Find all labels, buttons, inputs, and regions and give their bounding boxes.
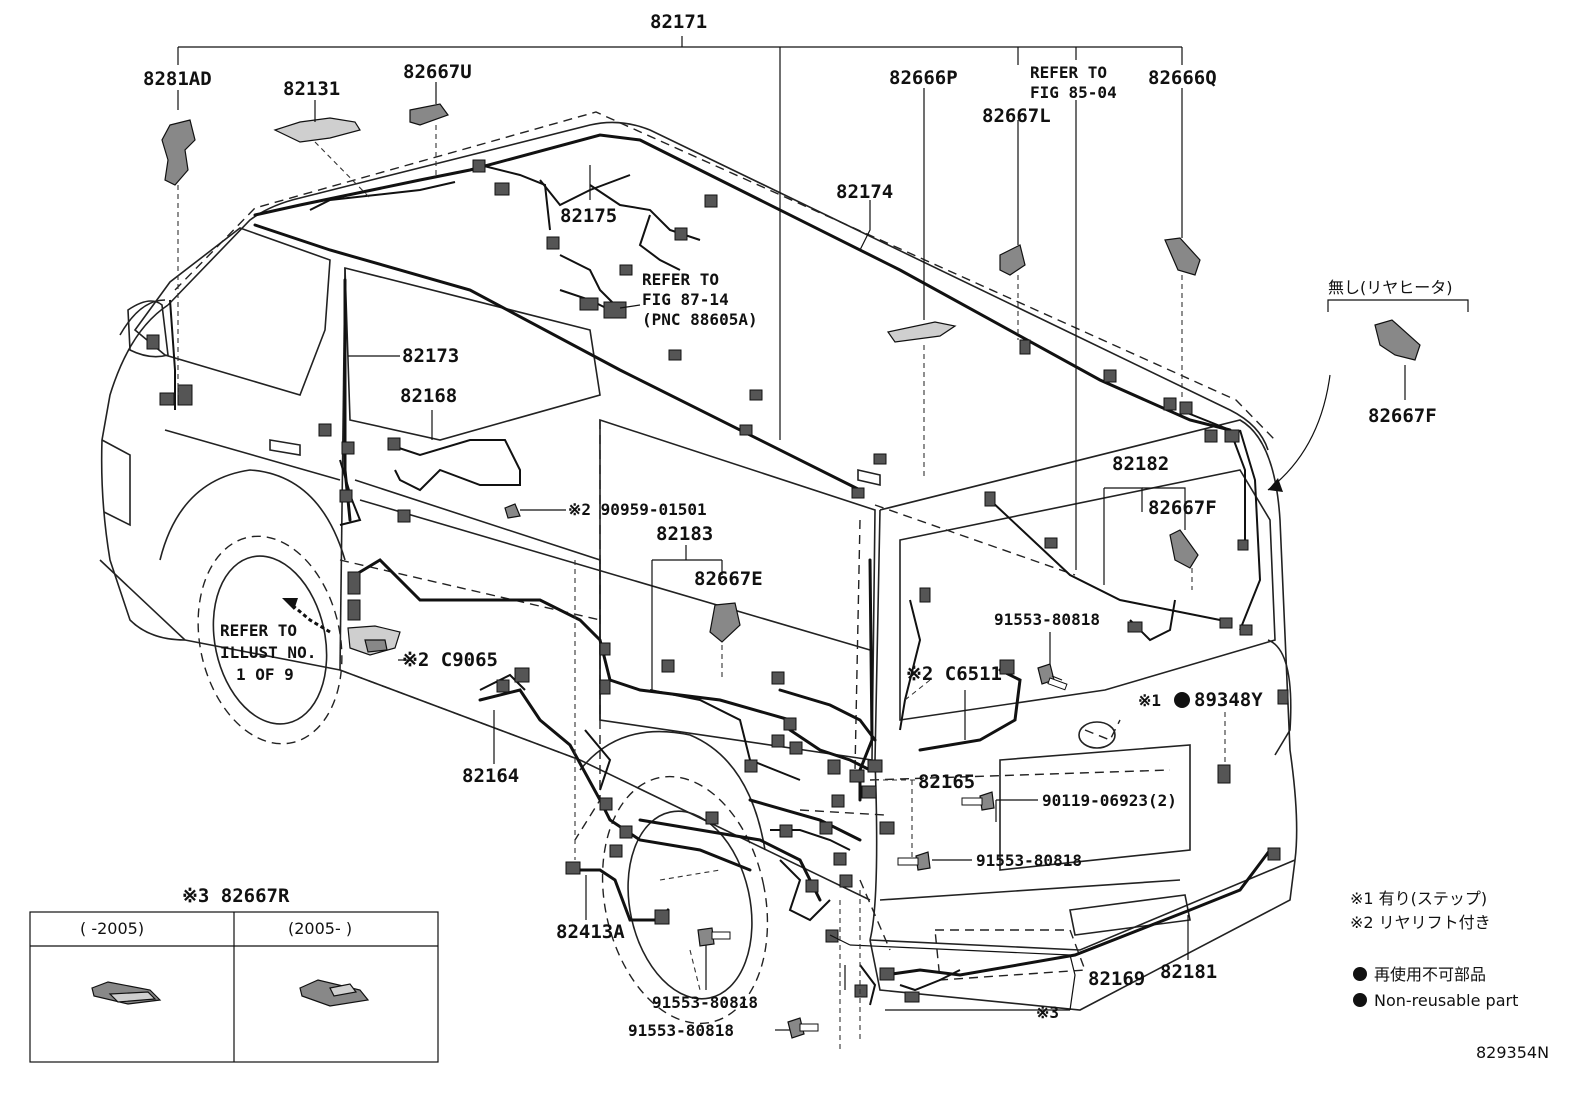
clamp-old-icon bbox=[91, 981, 162, 1005]
harnesses bbox=[169, 133, 1272, 1006]
leader-lines bbox=[177, 36, 1469, 1050]
bolt-91553-b bbox=[897, 851, 931, 871]
legend: ※1 有り(ステップ) ※2 リヤリフト付き 再使用不可部品 Non-reusa… bbox=[1350, 889, 1518, 1010]
non-reusable-dot-89348Y bbox=[1174, 692, 1190, 708]
label-mark3: ※3 bbox=[1036, 1003, 1059, 1022]
label-refer-illust-1: REFER TO bbox=[220, 621, 297, 640]
label-91553-80818-c: 91553-80818 bbox=[652, 993, 758, 1012]
van-body bbox=[99, 111, 1298, 1025]
label-82164: 82164 bbox=[462, 765, 519, 787]
bullet-icon bbox=[1353, 993, 1367, 1007]
label-C9065: ※2 C9065 bbox=[402, 649, 498, 671]
legend-bullet-en: Non-reusable part bbox=[1374, 991, 1518, 1010]
label-82667E: 82667E bbox=[694, 568, 763, 590]
label-91553-80818-a: 91553-80818 bbox=[994, 610, 1100, 629]
label-82667L: 82667L bbox=[982, 105, 1051, 127]
label-refer-85-04-2: FIG 85-04 bbox=[1030, 83, 1117, 102]
label-82181: 82181 bbox=[1160, 961, 1217, 983]
label-82667U: 82667U bbox=[403, 61, 472, 83]
table-col-after-2005: (2005- ) bbox=[288, 919, 352, 938]
bolt-90119 bbox=[961, 791, 995, 811]
label-8281AD: 8281AD bbox=[143, 68, 212, 90]
label-refer-87-14-1: REFER TO bbox=[642, 270, 719, 289]
label-90959-01501: ※2 90959-01501 bbox=[568, 500, 707, 519]
label-91553-80818-d: 91553-80818 bbox=[628, 1021, 734, 1040]
clamp-new-icon bbox=[299, 979, 370, 1007]
label-82413A: 82413A bbox=[556, 921, 625, 943]
label-91553-80818-b: 91553-80818 bbox=[976, 851, 1082, 870]
bolt-91553-c bbox=[697, 927, 731, 947]
bullet-icon bbox=[1353, 967, 1367, 981]
label-refer-illust-2: ILLUST NO. bbox=[220, 643, 316, 662]
legend-note-1: ※1 有り(ステップ) bbox=[1350, 889, 1487, 908]
figure-code: 829354N bbox=[1476, 1043, 1549, 1062]
label-82666Q: 82666Q bbox=[1148, 67, 1217, 89]
label-90119-06923: 90119-06923(2) bbox=[1042, 791, 1177, 810]
label-82667F-mid: 82667F bbox=[1148, 497, 1217, 519]
label-no-rear-heater: 無し(リヤヒータ) bbox=[1328, 278, 1453, 297]
table-col-before-2005: ( -2005) bbox=[80, 919, 144, 938]
label-89348Y-prefix: ※1 bbox=[1138, 691, 1161, 710]
label-refer-87-14-2: FIG 87-14 bbox=[642, 290, 729, 309]
label-refer-illust-3: 1 OF 9 bbox=[236, 665, 294, 684]
label-refer-85-04-1: REFER TO bbox=[1030, 63, 1107, 82]
variant-table: ( -2005) (2005- ) bbox=[29, 911, 439, 1063]
label-82173: 82173 bbox=[402, 345, 459, 367]
label-82667R: ※3 82667R bbox=[182, 885, 290, 907]
label-82165: 82165 bbox=[918, 771, 975, 793]
connectors bbox=[146, 159, 1289, 1003]
label-82174: 82174 bbox=[836, 181, 893, 203]
bolt-91553-a bbox=[1037, 663, 1068, 691]
label-82666P: 82666P bbox=[889, 67, 958, 89]
label-82175: 82175 bbox=[560, 205, 617, 227]
label-89348Y: 89348Y bbox=[1194, 689, 1263, 711]
parts bbox=[161, 103, 1421, 656]
label-refer-87-14-3: (PNC 88605A) bbox=[642, 310, 758, 329]
label-82182: 82182 bbox=[1112, 453, 1169, 475]
label-82667F-right: 82667F bbox=[1368, 405, 1437, 427]
label-C6511: ※2 C6511 bbox=[906, 663, 1002, 685]
bolt-91553-d bbox=[787, 1017, 819, 1039]
label-82131: 82131 bbox=[283, 78, 340, 100]
label-82171: 82171 bbox=[650, 11, 707, 33]
bolts bbox=[697, 663, 1068, 1039]
label-82183: 82183 bbox=[656, 523, 713, 545]
legend-bullet-jp: 再使用不可部品 bbox=[1374, 965, 1486, 984]
label-82169: 82169 bbox=[1088, 968, 1145, 990]
label-82168: 82168 bbox=[400, 385, 457, 407]
part-labels: 82171 8281AD 82131 82667U 82666P REFER T… bbox=[143, 11, 1549, 1062]
legend-note-2: ※2 リヤリフト付き bbox=[1350, 913, 1491, 932]
